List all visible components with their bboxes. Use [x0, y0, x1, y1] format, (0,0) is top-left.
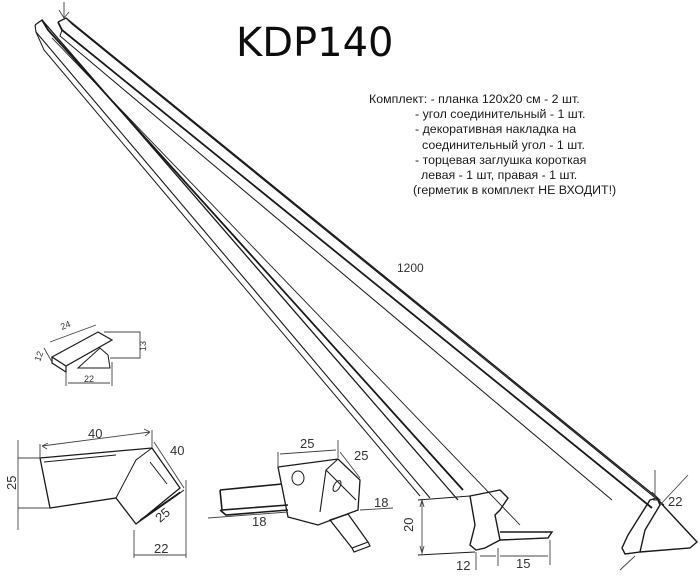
end-cap-width-label: 24	[59, 319, 72, 332]
corner-base-label: 22	[154, 541, 168, 556]
connector-right-tab-label: 18	[374, 495, 388, 510]
connector-drawing	[207, 440, 394, 553]
kit-line: левая - 1 шт, правая - 1 шт.	[421, 168, 578, 183]
connector-side-label: 25	[354, 448, 368, 463]
long-bar-lower	[34, 19, 521, 526]
end-cap-drawing	[43, 324, 141, 386]
profile-section-right	[619, 470, 699, 571]
profile-height-label: 20	[401, 518, 416, 532]
end-cap-thickness-label: 12	[32, 350, 45, 363]
corner-cover-drawing	[17, 428, 187, 558]
profile-section-left	[417, 489, 554, 570]
profile-lip-label: 12	[456, 558, 470, 573]
profile-width-label: 22	[668, 494, 682, 509]
kit-line: (герметик в комплект НЕ ВХОДИТ!)	[413, 183, 617, 198]
kit-line: - декоративная накладка на	[415, 122, 577, 137]
end-cap-depth-label: 22	[84, 374, 94, 384]
corner-height-label: 25	[4, 476, 19, 490]
bar-length-label: 1200	[397, 261, 424, 275]
profile-flange-label: 15	[516, 556, 530, 571]
corner-side-label: 40	[170, 443, 184, 458]
kit-line: соединительный угол - 1 шт.	[422, 137, 585, 152]
kit-line: - торцевая заглушка короткая	[415, 152, 587, 167]
end-cap-height-label: 13	[138, 341, 148, 351]
kit-contents: Комплект: - планка 120х20 см - 2 шт. - у…	[369, 92, 616, 198]
kit-line: Комплект: - планка 120х20 см - 2 шт.	[369, 92, 580, 106]
corner-length-label: 40	[88, 426, 102, 441]
long-bar-upper	[57, 17, 665, 509]
connector-width-label: 25	[300, 436, 314, 451]
kit-line: - угол соединительный - 1 шт.	[415, 107, 586, 122]
product-title: KDP140	[236, 20, 394, 66]
connector-left-tab-label: 18	[252, 514, 266, 529]
